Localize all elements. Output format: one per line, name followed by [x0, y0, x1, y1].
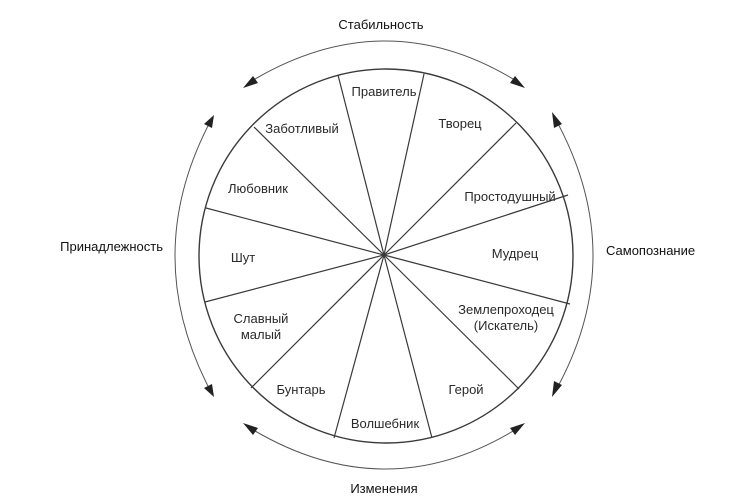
left-arc-arrow — [174, 121, 211, 391]
sector-label-caregiver: Заботливый — [265, 121, 339, 136]
sector-label-hero: Герой — [448, 382, 483, 397]
spoke — [337, 74, 385, 256]
outer-label-self-knowledge: Самопознание — [606, 243, 695, 258]
sector-label-explorer-line2: (Искатель) — [474, 318, 538, 333]
top-arc-arrow — [249, 40, 519, 83]
left-arc-bottom-arrowhead-icon — [204, 384, 214, 397]
sector-label-sage: Мудрец — [492, 246, 539, 261]
outer-label-belonging: Принадлежность — [60, 239, 163, 254]
spoke — [333, 254, 385, 439]
right-arc-bottom-arrowhead-icon — [552, 381, 562, 397]
outer-label-change: Изменения — [350, 481, 417, 496]
sector-label-lover: Любовник — [228, 181, 288, 196]
bottom-arc-left-arrowhead-icon — [243, 423, 258, 435]
sector-label-magician: Волшебник — [351, 416, 420, 431]
spoke — [205, 207, 385, 256]
sector-label-rebel: Бунтарь — [277, 382, 326, 397]
sector-label-regular-guy-line2: малый — [241, 327, 281, 342]
right-arc-top-arrowhead-icon — [552, 112, 562, 128]
sector-label-jester: Шут — [231, 250, 255, 265]
spoke — [250, 254, 385, 389]
spoke — [204, 254, 385, 303]
top-arc-left-arrowhead-icon — [243, 76, 258, 88]
sector-label-creator: Творец — [438, 116, 482, 131]
spoke — [383, 254, 520, 390]
top-arc-right-arrowhead-icon — [510, 76, 525, 88]
sector-label-innocent: Простодушный — [464, 189, 555, 204]
sector-label-ruler: Правитель — [352, 84, 417, 99]
spoke — [383, 194, 569, 256]
right-arc-arrow — [555, 119, 594, 391]
spoke — [383, 73, 425, 256]
spoke — [253, 126, 385, 256]
left-arc-top-arrowhead-icon — [204, 115, 214, 128]
outer-label-stability: Стабильность — [338, 17, 423, 32]
spoke — [383, 122, 517, 256]
sector-label-explorer-line1: Землепроходец — [458, 302, 554, 317]
spoke — [383, 254, 433, 439]
wheel-spokes — [204, 73, 571, 439]
spoke — [383, 254, 571, 305]
bottom-arc-arrow — [249, 427, 519, 470]
wheel-circle — [198, 68, 574, 444]
sector-labels: Правитель Творец Простодушный Мудрец Зем… — [228, 84, 556, 431]
outer-labels: Стабильность Самопознание Изменения Прин… — [60, 17, 695, 496]
sector-label-regular-guy-line1: Славный — [234, 311, 289, 326]
bottom-arc-right-arrowhead-icon — [510, 423, 525, 435]
outer-arrows — [174, 40, 594, 470]
